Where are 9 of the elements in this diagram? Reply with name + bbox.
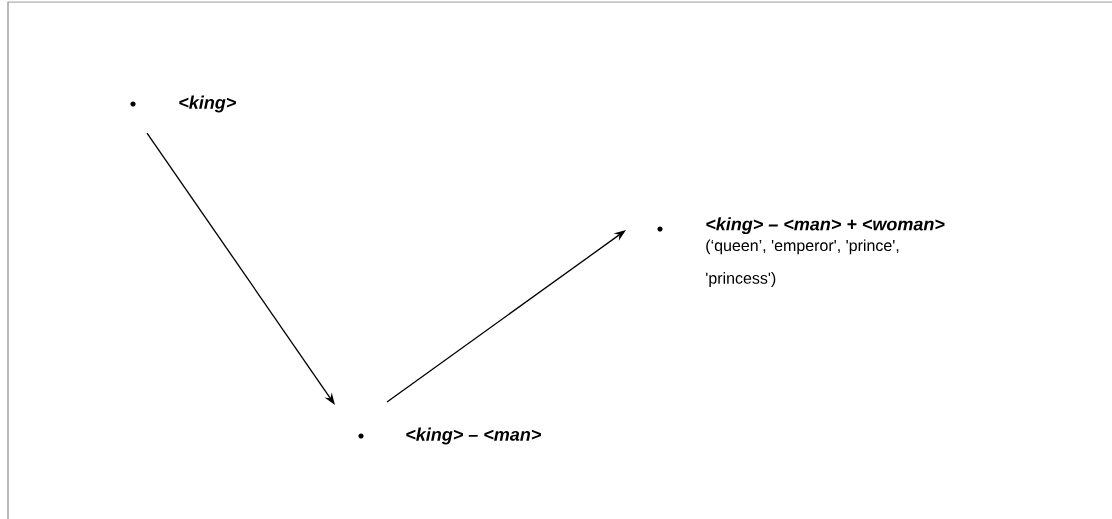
node-label: (‘queen’, 'emperor', 'prince', 'princess') (706, 239, 899, 287)
node-label: <king> – <man> + <woman> (706, 217, 945, 235)
node-label: <king> (179, 95, 236, 113)
bullet-item: <king> – <man> + <woman> (‘queen’, 'emperor', 'prince', 'princess') (657, 217, 945, 287)
node-label: <king> – <man> (406, 427, 541, 445)
arrow (386, 230, 626, 403)
arrow (146, 132, 335, 405)
bullet-item: <king> (130, 95, 236, 113)
bullet-item: <king> – <man> (358, 427, 541, 445)
